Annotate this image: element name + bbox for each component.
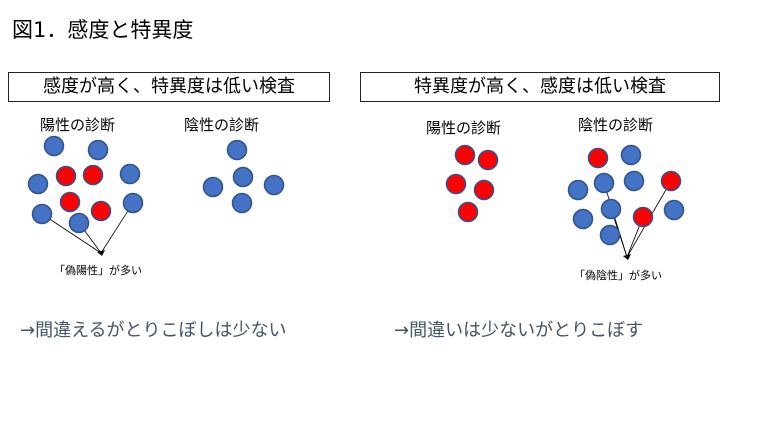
blue-dot [226,139,248,161]
right-pointer-tip [623,254,631,260]
left-positive-dots [27,135,144,234]
red-dot [445,173,467,195]
blue-dot [599,224,621,246]
blue-dot [263,174,285,196]
left-pointer-tip [97,250,105,256]
red-dot [477,149,499,171]
blue-dot [663,199,685,221]
blue-dot [600,198,622,220]
blue-dot [232,166,254,188]
left-negative-label: 陰性の診断 [184,116,260,134]
blue-dot [87,139,109,161]
left-positive-label: 陽性の診断 [40,116,116,134]
blue-dot [119,163,141,185]
panel-heading-left: 感度が高く、特異度は低い検査 [8,72,330,102]
right-positive-dots [445,144,499,223]
blue-dot [231,192,253,214]
red-dot [632,206,654,228]
blue-dot [572,208,594,230]
blue-dot [68,212,90,234]
blue-dot [31,203,53,225]
red-dot [454,144,476,166]
page-title: 図1．感度と特異度 [12,18,194,42]
right-annotation: 「偽陰性」が多い [574,268,662,282]
red-dot [82,164,104,186]
right-negative-label: 陰性の診断 [578,116,654,134]
blue-dot [567,179,589,201]
right-conclusion: →間違いは少ないがとりこぼす [394,320,644,341]
blue-dot [593,172,615,194]
blue-dot [43,135,65,157]
red-dot [90,200,112,222]
left-conclusion: →間違えるがとりこぼしは少ない [20,320,287,341]
blue-dot [27,173,49,195]
right-negative-dots [567,144,685,246]
red-dot [457,201,479,223]
blue-dot [202,176,224,198]
red-dot [473,179,495,201]
blue-dot [122,192,144,214]
blue-dot [620,144,642,166]
left-annotation: 「偽陽性」が多い [54,263,142,277]
left-negative-dots [202,139,285,214]
red-dot [59,191,81,213]
red-dot [660,170,682,192]
red-dot [587,147,609,169]
blue-dot [623,170,645,192]
panel-heading-right: 特異度が高く、感度は低い検査 [360,72,720,102]
right-positive-label: 陽性の診断 [426,119,502,137]
red-dot [55,165,77,187]
